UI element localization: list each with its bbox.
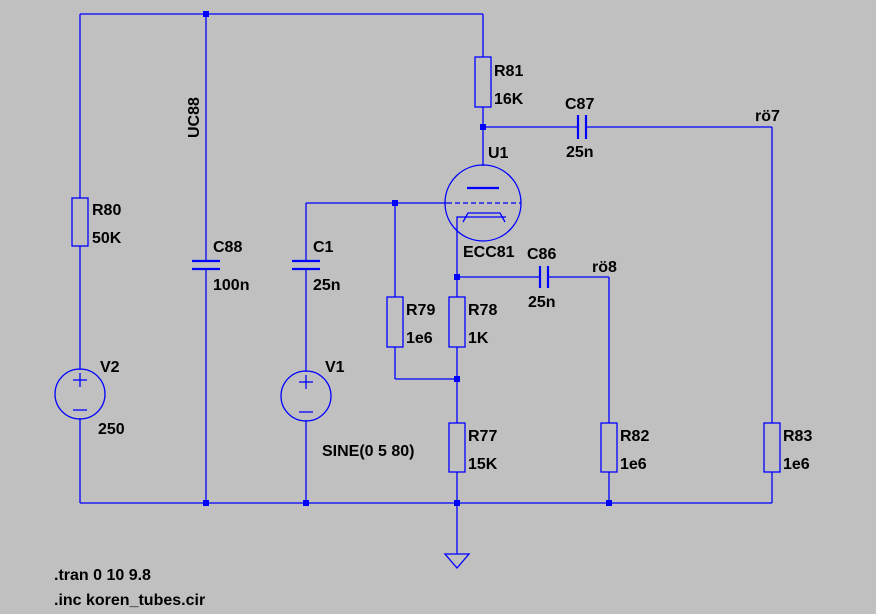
spice-directive-tran[interactable]: .tran 0 10 9.8 (54, 567, 151, 584)
c87-value-label: 25n (566, 144, 594, 161)
r78-ref-label: R78 (468, 302, 497, 319)
uc88-net-label: UC88 (186, 97, 203, 138)
junction-bottom-r77 (454, 500, 460, 506)
ro8-net-label: rö8 (592, 259, 617, 276)
ro7-net-label: rö7 (755, 108, 780, 125)
resistor-r80-body[interactable] (71, 197, 89, 247)
c87-ref-label: C87 (565, 96, 594, 113)
r80-ref-label: R80 (92, 202, 121, 219)
r77-value-label: 15K (468, 456, 498, 473)
junction-r79-r78 (454, 376, 460, 382)
resistor-r79-body[interactable] (386, 296, 404, 348)
labels: R80 50K R81 16K C87 25n rö7 U1 ECC81 C86… (54, 63, 812, 609)
triode-u1-symbol[interactable] (444, 164, 522, 242)
c86-ref-label: C86 (527, 246, 556, 263)
capacitor-c86-symbol[interactable] (538, 266, 550, 288)
r82-value-label: 1e6 (620, 456, 647, 473)
u1-ref-label: U1 (488, 145, 509, 162)
v2-value-label: 250 (98, 421, 125, 438)
r80-value-label: 50K (92, 230, 122, 247)
junction-cathode (454, 274, 460, 280)
junction-bottom-v1 (303, 500, 309, 506)
c86-value-label: 25n (528, 294, 556, 311)
junction-plate (480, 124, 486, 130)
capacitor-c88-symbol[interactable] (192, 259, 220, 271)
junction-top-uc88 (203, 11, 209, 17)
junction-bottom-c88 (203, 500, 209, 506)
r81-value-label: 16K (494, 91, 524, 108)
spice-directive-inc[interactable]: .inc koren_tubes.cir (54, 592, 205, 609)
r83-value-label: 1e6 (783, 456, 810, 473)
resistor-r81-body[interactable] (474, 56, 492, 108)
junctions (203, 11, 612, 506)
r82-ref-label: R82 (620, 428, 649, 445)
v2-ref-label: V2 (100, 359, 120, 376)
c88-value-label: 100n (213, 277, 249, 294)
junction-grid (392, 200, 398, 206)
r77-ref-label: R77 (468, 428, 497, 445)
resistor-r78-body[interactable] (448, 296, 466, 348)
resistor-r83-body[interactable] (763, 422, 781, 473)
capacitor-c1-symbol[interactable] (292, 259, 320, 271)
v1-value-label: SINE(0 5 80) (322, 443, 414, 460)
r79-ref-label: R79 (406, 302, 435, 319)
resistor-r82-body[interactable] (600, 422, 618, 473)
c1-ref-label: C1 (313, 239, 334, 256)
c1-value-label: 25n (313, 277, 341, 294)
wires (79, 13, 773, 554)
r81-ref-label: R81 (494, 63, 523, 80)
junction-bottom-r82 (606, 500, 612, 506)
voltage-source-v2-symbol[interactable] (54, 368, 106, 420)
v1-ref-label: V1 (325, 359, 345, 376)
u1-value-label: ECC81 (463, 244, 515, 261)
ground-icon[interactable] (443, 553, 471, 569)
voltage-source-v1-symbol[interactable] (280, 370, 332, 422)
c88-ref-label: C88 (213, 239, 242, 256)
capacitor-c87-symbol[interactable] (576, 115, 588, 139)
r78-value-label: 1K (468, 330, 489, 347)
r79-value-label: 1e6 (406, 330, 433, 347)
r83-ref-label: R83 (783, 428, 812, 445)
resistor-r77-body[interactable] (448, 422, 466, 473)
